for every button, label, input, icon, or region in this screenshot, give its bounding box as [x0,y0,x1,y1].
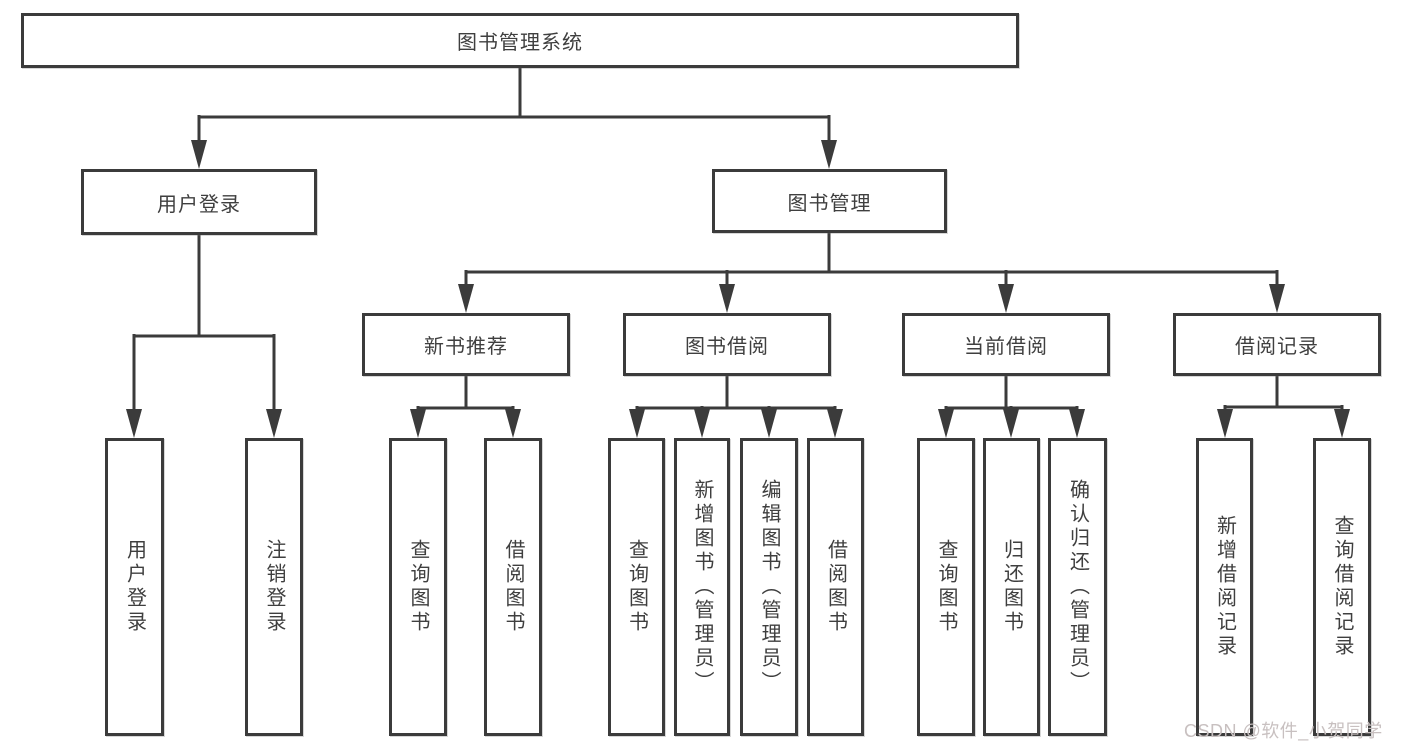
node-book-borrow: 图书借阅 [623,313,831,376]
node-book-borrow-label: 图书借阅 [685,336,769,358]
leaf-borrow-books-recommend-label: 借阅图书 [502,539,524,635]
leaf-confirm-return-admin: 确认归还（管理员） [1048,438,1107,736]
node-user-login-label: 用户登录 [157,193,241,216]
node-book-management-label: 图书管理 [787,192,872,215]
leaf-add-borrow-record-label: 新增借阅记录 [1213,515,1236,659]
watermark: CSDN @软件_小贺同学 [1184,721,1383,741]
leaf-add-book-admin-label: 新增图书（管理员） [691,479,713,695]
node-book-management: 图书管理 [712,169,947,233]
leaf-confirm-return-admin-label: 确认归还（管理员） [1066,479,1089,695]
leaf-return-book-label: 归还图书 [1000,539,1023,635]
leaf-logout: 注销登录 [245,438,303,736]
leaf-borrow-books-borrow: 借阅图书 [807,438,864,736]
leaf-user-login-label: 用户登录 [123,539,146,635]
leaf-edit-book-admin-label: 编辑图书（管理员） [758,479,780,695]
leaf-query-books-current-label: 查询图书 [935,539,957,635]
node-root: 图书管理系统 [21,13,1019,68]
leaf-add-book-admin: 新增图书（管理员） [674,438,730,736]
leaf-query-books-current: 查询图书 [917,438,975,736]
leaf-query-borrow-record-label: 查询借阅记录 [1331,515,1353,659]
leaf-return-book: 归还图书 [983,438,1040,736]
node-new-book-recommend: 新书推荐 [362,313,570,376]
leaf-logout-label: 注销登录 [263,539,285,635]
leaf-query-books-recommend-label: 查询图书 [407,539,429,635]
leaf-query-books-recommend: 查询图书 [389,438,447,736]
node-new-book-recommend-label: 新书推荐 [424,336,508,358]
arrowheads [126,140,1350,438]
node-borrow-records-label: 借阅记录 [1235,336,1319,358]
node-borrow-records: 借阅记录 [1173,313,1381,376]
leaf-borrow-books-borrow-label: 借阅图书 [824,539,847,635]
node-user-login: 用户登录 [81,169,317,235]
leaf-borrow-books-recommend: 借阅图书 [484,438,542,736]
leaf-add-borrow-record: 新增借阅记录 [1196,438,1253,736]
node-root-label: 图书管理系统 [457,32,583,54]
leaf-query-books-borrow-label: 查询图书 [625,539,648,635]
node-current-borrow: 当前借阅 [902,313,1110,376]
leaf-query-borrow-record: 查询借阅记录 [1313,438,1371,736]
leaf-query-books-borrow: 查询图书 [608,438,665,736]
node-current-borrow-label: 当前借阅 [964,336,1048,358]
leaf-user-login: 用户登录 [105,438,164,736]
leaf-edit-book-admin: 编辑图书（管理员） [740,438,798,736]
